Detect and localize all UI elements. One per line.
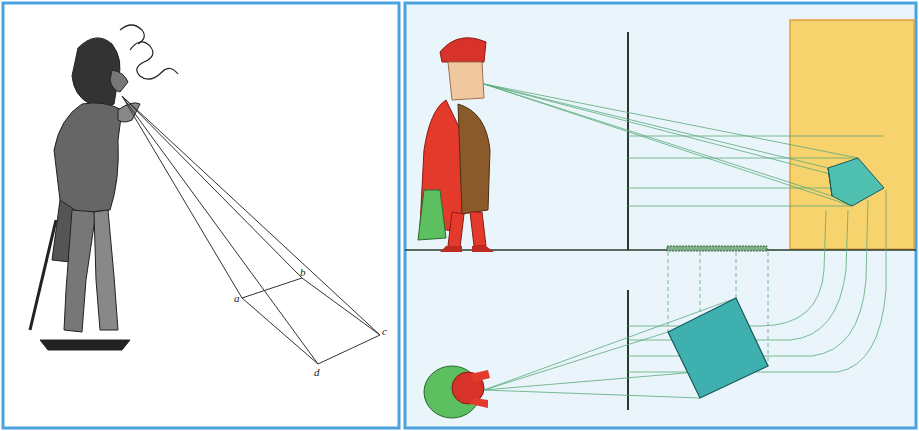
visual-rays (484, 298, 768, 398)
cavalier-figure (30, 25, 178, 350)
plan-square (668, 298, 768, 398)
corner-letter: c (382, 325, 387, 337)
picture-plane-elevation (627, 32, 629, 250)
projected-base (667, 246, 767, 251)
picture-plane-image (790, 20, 914, 249)
visual-rays (484, 84, 884, 206)
viewed-plane (242, 278, 380, 364)
projection-lines (668, 252, 768, 398)
corner-letter: a (234, 292, 240, 304)
standing-figure (418, 38, 494, 252)
panel-frame (405, 3, 916, 428)
plan-figure (424, 366, 490, 418)
visual-rays (122, 96, 380, 364)
corner-letter: d (314, 366, 320, 378)
picture-plane-plan (627, 290, 629, 410)
panel-frame (3, 3, 399, 428)
corner-letter: b (300, 266, 306, 278)
transfer-arcs (628, 136, 886, 372)
projected-cube (828, 158, 884, 206)
